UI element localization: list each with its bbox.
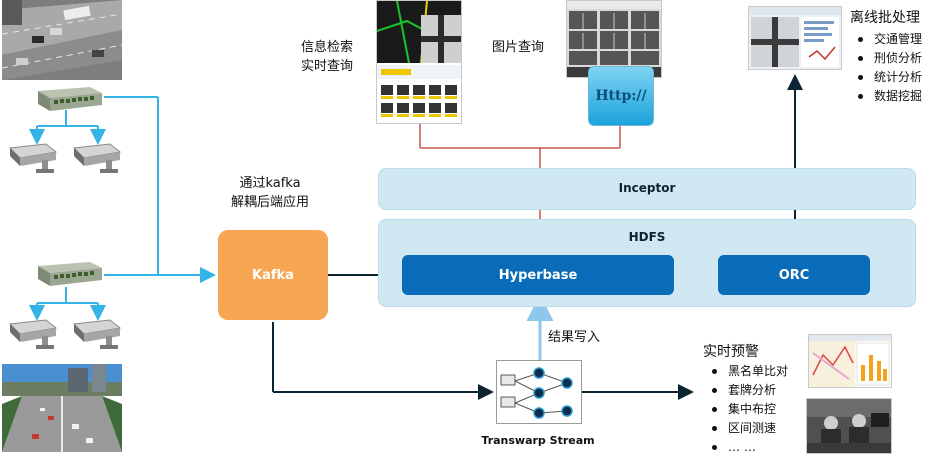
surveillance-camera-icon <box>70 318 124 350</box>
http-web-icon: Http:// <box>588 66 654 126</box>
inceptor-title: Inceptor <box>618 181 676 195</box>
hdfs-title: HDFS <box>628 230 666 244</box>
list-item: 交通管理 <box>854 30 922 49</box>
server-device-icon <box>34 83 104 113</box>
surveillance-camera-icon <box>6 142 60 174</box>
list-item: … … <box>708 438 788 457</box>
kafka-node: Kafka <box>218 230 328 320</box>
list-item: 黑名单比对 <box>708 362 788 381</box>
highway-photo-icon <box>2 364 122 452</box>
collector-to-kafka-lines <box>104 96 216 283</box>
info-search-label: 信息检索 实时查询 <box>300 40 353 74</box>
map-chart-screenshot-icon <box>808 334 892 388</box>
list-item: 统计分析 <box>854 68 922 87</box>
surveillance-camera-icon <box>6 318 60 350</box>
alert-list: 黑名单比对 套牌分析 集中布控 区间测速 … … <box>708 362 788 457</box>
list-item: 刑侦分析 <box>854 49 922 68</box>
orc-node: ORC <box>718 255 870 295</box>
list-item: 套牌分析 <box>708 381 788 400</box>
control-room-photo-icon <box>806 398 892 454</box>
offline-list: 交通管理 刑侦分析 统计分析 数据挖掘 <box>854 30 922 106</box>
surveillance-camera-icon <box>70 142 124 174</box>
http-text: Http:// <box>595 88 647 104</box>
highway-photo-icon <box>2 0 122 80</box>
kafka-note-label: 通过kafka 解耦后端应用 <box>230 176 309 210</box>
realtime-alert-title: 实时预警 <box>703 344 759 360</box>
list-item: 集中布控 <box>708 400 788 419</box>
list-item: 区间测速 <box>708 419 788 438</box>
result-write-label: 结果写入 <box>548 330 601 345</box>
bottom-camera-links <box>29 287 106 321</box>
image-query-label: 图片查询 <box>491 40 544 55</box>
map-screenshot-icon <box>748 6 842 70</box>
search-screenshot-icon <box>376 0 462 124</box>
inceptor-panel: Inceptor <box>378 168 916 210</box>
top-camera-links <box>29 110 106 145</box>
offline-title: 离线批处理 <box>850 10 920 26</box>
stream-topology-icon <box>496 360 582 424</box>
hyperbase-node: Hyperbase <box>402 255 674 295</box>
server-device-icon <box>34 258 104 288</box>
stream-caption: Transwarp Stream <box>481 434 595 447</box>
list-item: 数据挖掘 <box>854 87 922 106</box>
